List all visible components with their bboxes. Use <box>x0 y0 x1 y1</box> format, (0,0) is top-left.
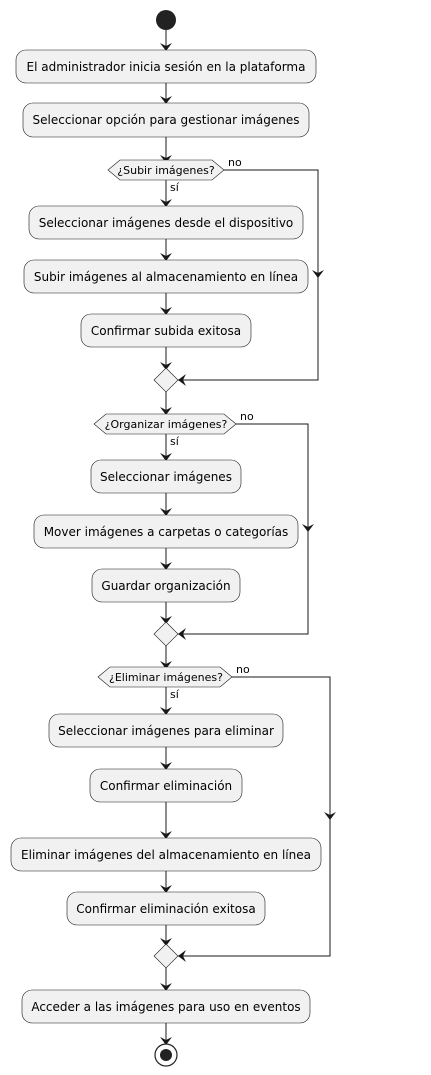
arrowhead <box>160 938 172 946</box>
activity-label: Confirmar subida exitosa <box>91 324 241 338</box>
arrowheads <box>160 43 336 1045</box>
activity-label: Guardar organización <box>101 579 230 593</box>
activity-box <box>22 102 310 138</box>
merge-node <box>153 621 179 647</box>
arrowhead <box>160 453 172 461</box>
arrowhead <box>160 407 172 415</box>
activity-label: El administrador inicia sesión en la pla… <box>27 60 306 74</box>
arrowhead <box>324 812 336 820</box>
arrowhead <box>178 374 186 386</box>
arrowhead <box>160 707 172 715</box>
arrowhead <box>160 199 172 207</box>
arrowhead <box>160 307 172 315</box>
merge-node <box>153 943 179 969</box>
decision-yes-label: sí <box>170 688 180 701</box>
decision-no-label: no <box>236 663 250 676</box>
activity-label: Confirmar eliminación exitosa <box>76 902 255 916</box>
arrowhead <box>160 831 172 839</box>
end-node <box>154 1043 178 1067</box>
activity-box <box>90 459 242 494</box>
arrowhead <box>160 362 172 370</box>
arrowhead <box>160 983 172 991</box>
activity-box <box>80 313 252 348</box>
decision-question: ¿Eliminar imágenes? <box>109 671 223 684</box>
activity-label: Confirmar eliminación <box>100 779 232 793</box>
decisions: ¿Subir imágenes? sí no ¿Organizar imágen… <box>93 156 254 701</box>
activity-label: Acceder a las imágenes para uso en event… <box>31 1000 300 1014</box>
activity-box <box>15 49 317 84</box>
activity-box <box>89 768 243 803</box>
activity-labels: El administrador inicia sesión en la pla… <box>21 60 311 1014</box>
activity-box <box>23 259 309 294</box>
activity-box <box>66 891 266 926</box>
activity-box <box>21 989 311 1024</box>
decision-no-label: no <box>228 156 242 169</box>
arrowhead <box>160 508 172 516</box>
arrowhead <box>312 270 324 278</box>
arrowhead <box>302 524 314 532</box>
decision-yes-label: sí <box>170 435 180 448</box>
activity-box <box>33 514 299 549</box>
decision-yes-label: sí <box>170 181 180 194</box>
decision-node <box>93 413 237 435</box>
decision-question: ¿Organizar imágenes? <box>105 418 228 431</box>
activity-box <box>91 568 241 603</box>
arrowhead <box>160 885 172 893</box>
activity-label: Seleccionar imágenes <box>100 470 232 484</box>
activity-label: Seleccionar imágenes desde el dispositiv… <box>39 216 294 230</box>
start-node <box>156 10 176 30</box>
decision-node <box>107 159 225 181</box>
arrowhead <box>160 96 172 104</box>
activity-box <box>10 837 322 872</box>
decision-question: ¿Subir imágenes? <box>117 164 215 177</box>
activity-label: Mover imágenes a carpetas o categorías <box>44 525 289 539</box>
merges <box>153 367 179 969</box>
arrowhead <box>160 155 172 163</box>
arrowhead <box>160 661 172 669</box>
decision-node <box>97 666 233 688</box>
arrowhead <box>160 43 172 51</box>
arrowhead <box>160 562 172 570</box>
arrowhead <box>178 628 186 640</box>
activities <box>10 49 322 1024</box>
arrowhead <box>160 616 172 624</box>
arrowhead <box>160 1037 172 1045</box>
activity-box <box>48 713 284 748</box>
decision-no-label: no <box>240 410 254 423</box>
activity-label: Subir imágenes al almacenamiento en líne… <box>34 270 298 284</box>
arrowhead <box>160 762 172 770</box>
merge-node <box>153 367 179 393</box>
activity-box <box>28 205 304 240</box>
activity-label: Eliminar imágenes del almacenamiento en … <box>21 848 311 862</box>
activity-label: Seleccionar imágenes para eliminar <box>58 724 274 738</box>
arrowhead <box>178 950 186 962</box>
arrowhead <box>160 253 172 261</box>
activity-label: Seleccionar opción para gestionar imágen… <box>33 113 300 127</box>
